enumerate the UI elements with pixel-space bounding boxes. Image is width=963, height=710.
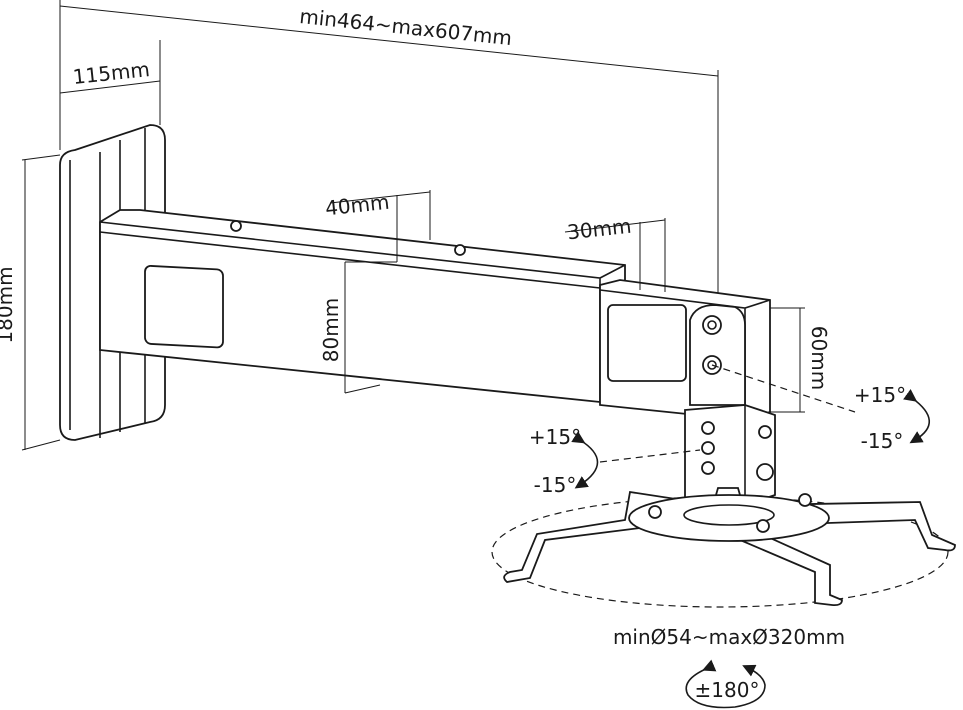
projector-spider-base <box>491 490 956 608</box>
tilt-plus-label: +15° <box>854 383 906 407</box>
swivel-plus-label: +15° <box>529 425 581 449</box>
rotation-label: ±180° <box>695 678 760 702</box>
mount-diameter-label: minØ54~maxØ320mm <box>613 625 845 649</box>
arm-window-left <box>144 265 224 349</box>
outer-arm-height-label: 80mm <box>319 298 343 362</box>
swivel-minus-label: -15° <box>534 473 577 497</box>
swivel-angle-annotation: +15° -15° <box>529 425 701 497</box>
wall-plate-height-dimension: 180mm <box>0 154 61 451</box>
rotation-annotation: ±180° <box>685 659 766 709</box>
tilt-minus-label: -15° <box>861 429 904 453</box>
inner-arm-height-label: 60mm <box>807 326 831 390</box>
tilt-bracket <box>684 304 776 506</box>
wall-plate-depth-label: 115mm <box>72 57 151 89</box>
inner-arm-width-label: 30mm <box>566 214 633 245</box>
tilt-angle-annotation: +15° -15° <box>711 364 931 453</box>
wall-plate-depth-dimension: 115mm <box>59 40 161 125</box>
outer-arm-width-label: 40mm <box>324 190 391 221</box>
wall-plate-height-label: 180mm <box>0 266 17 343</box>
outer-arm <box>99 209 626 403</box>
arm-window-right <box>607 304 687 382</box>
